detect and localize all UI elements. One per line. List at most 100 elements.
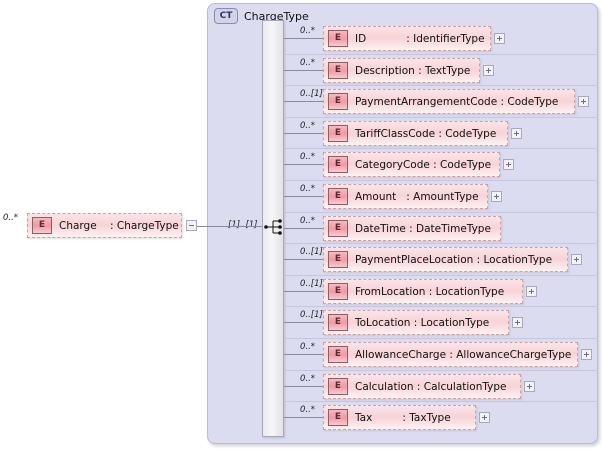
element-cardinality: 0..* <box>300 405 316 415</box>
element-box[interactable]: E Tax : TaxType <box>323 405 476 430</box>
sequence-connector-icon <box>264 219 282 235</box>
element-box[interactable]: E ToLocation : LocationType <box>323 310 509 335</box>
connector-line <box>284 228 323 229</box>
element-icon: E <box>328 62 348 79</box>
connector-line <box>284 354 323 355</box>
element-icon: E <box>328 93 348 110</box>
expand-toggle[interactable] <box>571 254 582 265</box>
expand-toggle[interactable] <box>524 381 535 392</box>
complex-type-badge: CT <box>214 8 238 24</box>
element-icon: E <box>328 125 348 142</box>
connector-line <box>284 322 323 323</box>
connector-line <box>284 101 323 102</box>
element-box[interactable]: E Description : TextType <box>323 58 480 83</box>
element-label: DateTime : DateTimeType <box>355 222 491 235</box>
connector-line <box>284 164 323 165</box>
element-label: PaymentArrangementCode : CodeType <box>355 95 559 108</box>
expand-toggle[interactable] <box>491 191 502 202</box>
row-separator <box>284 370 598 371</box>
element-icon: E <box>328 409 348 426</box>
element-cardinality: 0..[1] <box>300 310 323 320</box>
element-label: Charge : ChargeType <box>59 219 179 232</box>
element-box[interactable]: E FromLocation : LocationType <box>323 279 523 304</box>
element-cardinality: 0..* <box>300 374 316 384</box>
connector-charge-to-sequence <box>197 226 262 227</box>
row-separator <box>284 54 598 55</box>
element-label: FromLocation : LocationType <box>355 285 505 298</box>
expand-toggle[interactable] <box>512 317 523 328</box>
element-cardinality: 0..* <box>300 58 316 68</box>
expand-toggle[interactable] <box>494 33 505 44</box>
element-label: Tax : TaxType <box>355 411 451 424</box>
expand-toggle[interactable] <box>578 96 589 107</box>
row-separator <box>284 243 598 244</box>
element-box[interactable]: E ID : IdentifierType <box>323 26 491 51</box>
element-charge[interactable]: E Charge : ChargeType <box>27 213 182 238</box>
expand-toggle[interactable] <box>581 349 592 360</box>
element-icon: E <box>328 314 348 331</box>
element-cardinality: 0..[1] <box>300 279 323 289</box>
element-cardinality: 0..[1] <box>300 247 323 257</box>
row-separator <box>284 212 598 213</box>
connector-line <box>284 291 323 292</box>
collapse-toggle-charge[interactable] <box>186 220 197 231</box>
complex-type-name: ChargeType <box>244 9 309 23</box>
row-separator <box>284 85 598 86</box>
element-icon: E <box>328 30 348 47</box>
element-icon: E <box>328 378 348 395</box>
element-icon: E <box>32 217 52 234</box>
element-label: Amount : AmountType <box>355 190 479 203</box>
element-box[interactable]: E TariffClassCode : CodeType <box>323 121 508 146</box>
element-label: AllowanceCharge : AllowanceChargeType <box>355 348 572 361</box>
element-label: TariffClassCode : CodeType <box>355 127 497 140</box>
row-separator <box>284 180 598 181</box>
element-box[interactable]: E AllowanceCharge : AllowanceChargeType <box>323 342 578 367</box>
row-separator <box>284 275 598 276</box>
expand-toggle[interactable] <box>479 412 490 423</box>
connector-line <box>284 38 323 39</box>
element-icon: E <box>328 156 348 173</box>
row-separator <box>284 117 598 118</box>
element-icon: E <box>328 220 348 237</box>
connector-line <box>284 70 323 71</box>
element-cardinality: 0..* <box>300 121 316 131</box>
element-cardinality: 0..[1] <box>300 89 323 99</box>
row-separator <box>284 306 598 307</box>
connector-line <box>284 196 323 197</box>
compositor-cardinality: [1]..[1] <box>228 220 258 230</box>
row-separator <box>284 401 598 402</box>
row-separator <box>284 148 598 149</box>
element-label: ID : IdentifierType <box>355 32 485 45</box>
element-label: Calculation : CalculationType <box>355 380 507 393</box>
expand-toggle[interactable] <box>511 128 522 139</box>
connector-line <box>284 417 323 418</box>
complex-type-header: CT ChargeType <box>214 8 309 24</box>
element-box[interactable]: E PaymentPlaceLocation : LocationType <box>323 247 568 272</box>
element-label: Description : TextType <box>355 64 471 77</box>
element-cardinality: 0..* <box>300 152 316 162</box>
element-box[interactable]: E DateTime : DateTimeType <box>323 216 501 241</box>
element-cardinality: 0..* <box>300 26 316 36</box>
element-label: ToLocation : LocationType <box>355 316 490 329</box>
element-label: CategoryCode : CodeType <box>355 158 492 171</box>
element-cardinality: 0..* <box>300 184 316 194</box>
row-separator <box>284 338 598 339</box>
element-icon: E <box>328 346 348 363</box>
element-icon: E <box>328 251 348 268</box>
element-cardinality: 0..* <box>300 342 316 352</box>
element-icon: E <box>328 283 348 300</box>
element-box[interactable]: E CategoryCode : CodeType <box>323 152 500 177</box>
connector-line <box>284 133 323 134</box>
expand-toggle[interactable] <box>503 159 514 170</box>
expand-toggle[interactable] <box>483 65 494 76</box>
element-icon: E <box>328 188 348 205</box>
connector-line <box>284 386 323 387</box>
element-box[interactable]: E Calculation : CalculationType <box>323 374 521 399</box>
connector-line <box>284 259 323 260</box>
element-box[interactable]: E PaymentArrangementCode : CodeType <box>323 89 575 114</box>
element-label: PaymentPlaceLocation : LocationType <box>355 253 553 266</box>
root-element-cardinality: 0..* <box>3 213 19 223</box>
expand-toggle[interactable] <box>526 286 537 297</box>
element-box[interactable]: E Amount : AmountType <box>323 184 488 209</box>
